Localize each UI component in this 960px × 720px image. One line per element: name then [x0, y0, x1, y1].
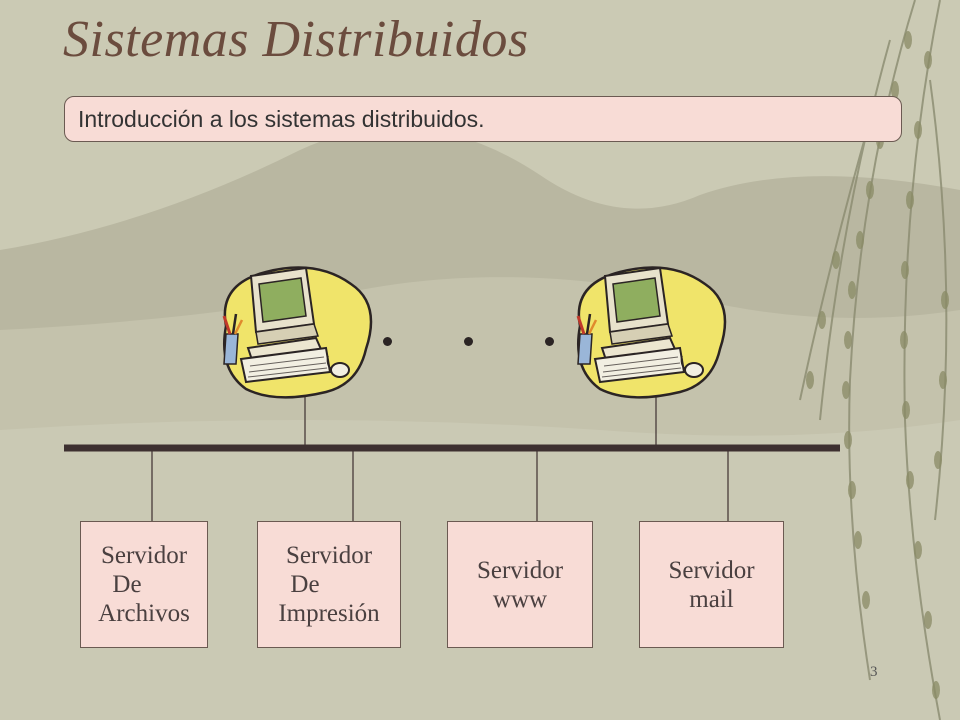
page-number: 3 [870, 664, 878, 680]
computer-clipart-icon [222, 266, 373, 399]
server-box-mail: Servidor mail [639, 521, 784, 648]
server-box-www: Servidor www [447, 521, 593, 648]
server-label-line: Servidor [668, 556, 755, 584]
ellipsis-dot [464, 337, 473, 346]
server-label-line: De [290, 571, 320, 598]
ellipsis-dot [545, 337, 554, 346]
server-label-line: www [492, 585, 548, 613]
server-label-line: mail [689, 585, 734, 613]
server-label-line: De [112, 571, 142, 598]
server-box-impresion: Servidor De Impresión [257, 521, 401, 648]
slide-title: Sistemas Distribuidos [63, 11, 529, 68]
slide-subtitle: Introducción a los sistemas distribuidos… [64, 96, 902, 142]
ellipsis-dot [383, 337, 392, 346]
computer-clipart-icon [576, 266, 727, 399]
server-label-line: Servidor [100, 542, 188, 569]
server-label-line: Archivos [98, 600, 190, 627]
server-box-archivos: Servidor De Archivos [80, 521, 208, 648]
server-label-line: Servidor [476, 556, 564, 584]
server-label-line: Impresión [278, 600, 380, 627]
server-label-line: Servidor [285, 542, 373, 569]
